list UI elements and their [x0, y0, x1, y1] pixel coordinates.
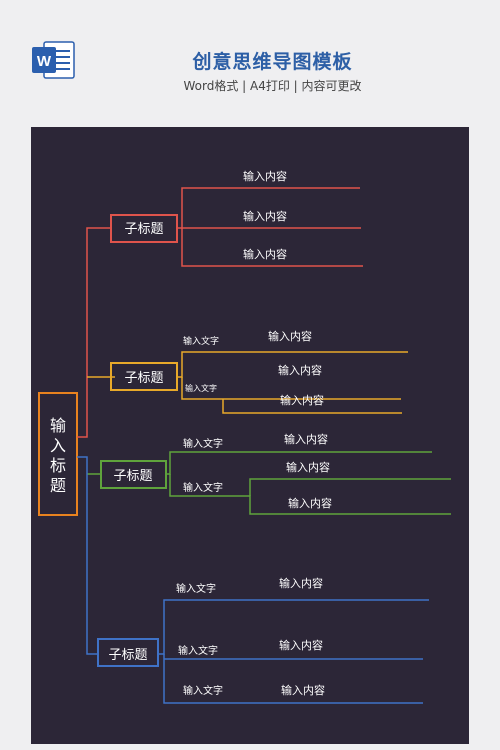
branch-2-item-2: 输入内容	[278, 363, 322, 377]
branch-1-item-3: 输入内容	[243, 247, 287, 261]
mindmap-canvas: 输 入 标 题 子标题 输入内容 输入内容 输入内容	[31, 127, 469, 744]
branch-3-note-2: 输入文字	[183, 481, 223, 494]
branch-2-item-1: 输入内容	[268, 329, 312, 343]
branch-4-item-3: 输入内容	[281, 683, 325, 697]
branch-3-item-1: 输入内容	[284, 432, 328, 446]
branch-3-item-3: 输入内容	[288, 496, 332, 510]
page-title: 创意思维导图模板	[192, 51, 353, 73]
root-char-2: 入	[50, 436, 66, 455]
root-char-3: 标	[50, 456, 66, 475]
branch-3-item-2: 输入内容	[286, 460, 330, 474]
root-char-4: 题	[50, 476, 66, 495]
branch-4-item-2: 输入内容	[279, 638, 323, 652]
branch-2-note-2: 输入文字	[185, 383, 217, 393]
svg-text:W: W	[37, 53, 52, 70]
branch-4-note-1: 输入文字	[176, 582, 216, 595]
branch-1-item-2: 输入内容	[243, 209, 287, 223]
branch-4	[97, 599, 429, 704]
branch-4-label: 子标题	[108, 648, 147, 663]
word-icon: W	[32, 41, 75, 79]
branch-1	[110, 187, 363, 267]
branch-4-item-1: 输入内容	[279, 576, 323, 590]
branch-3-label: 子标题	[113, 469, 152, 484]
branch-3-note-1: 输入文字	[183, 437, 223, 450]
branch-3	[100, 451, 451, 515]
branch-1-label: 子标题	[124, 222, 163, 237]
branch-2-note-1: 输入文字	[183, 335, 219, 347]
branch-4-note-2: 输入文字	[178, 644, 218, 657]
root-char-1: 输	[50, 416, 66, 435]
trunk-connectors	[77, 227, 115, 655]
branch-2-item-3: 输入内容	[280, 393, 324, 407]
mindmap: 输 入 标 题 子标题 输入内容 输入内容 输入内容	[38, 169, 451, 704]
page-header: W 创意思维导图模板 Word格式 | A4打印 | 内容可更改	[0, 0, 500, 120]
branch-2	[110, 351, 408, 414]
branch-4-note-3: 输入文字	[183, 684, 223, 697]
page-subtitle: Word格式 | A4打印 | 内容可更改	[183, 79, 362, 93]
branch-2-label: 子标题	[124, 371, 163, 386]
root-node: 输 入 标 题	[38, 392, 78, 516]
branch-1-item-1: 输入内容	[243, 169, 287, 183]
